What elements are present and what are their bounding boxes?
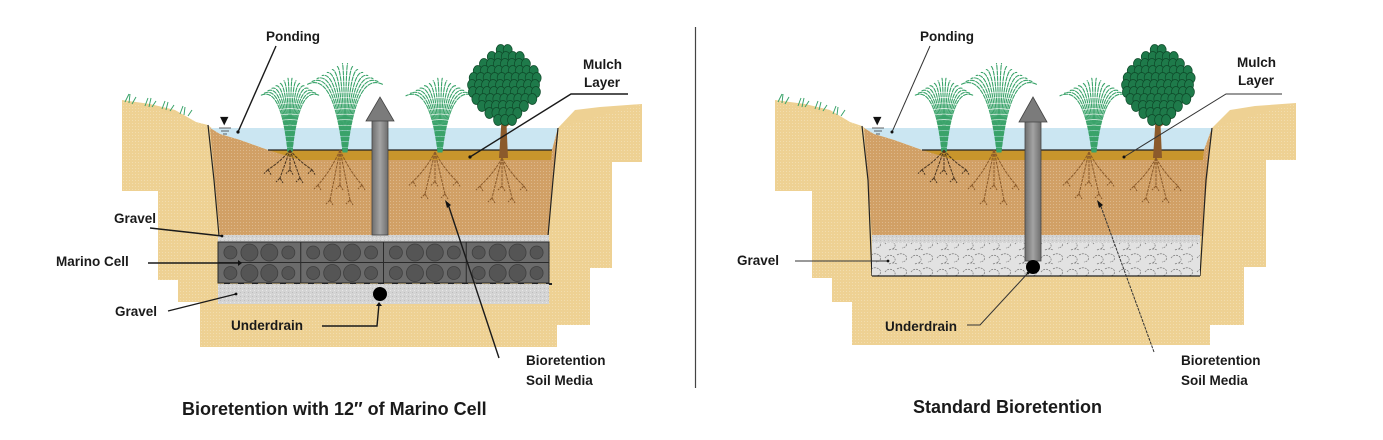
label-gravel-top: Gravel (114, 211, 156, 226)
tree-leaf (1161, 114, 1171, 126)
grass-clump (1059, 77, 1129, 153)
marino-cell-void (471, 245, 486, 260)
marino-cell-void (223, 266, 238, 280)
marino-cell-void (389, 266, 403, 280)
grass-plants (259, 62, 528, 206)
bank-grass (124, 93, 193, 117)
marino-cell-void (364, 266, 378, 280)
marino-cell-void (343, 243, 361, 262)
marino-cell-void (488, 264, 507, 282)
underdrain-pipe (373, 287, 387, 301)
label-soil-media-2: Soil Media (1181, 373, 1248, 388)
marino-cell-void (223, 245, 238, 260)
tree-leaf (1181, 93, 1192, 105)
marino-cell-void (508, 243, 527, 262)
tree-leaf (1173, 100, 1183, 112)
grass-clump (259, 77, 321, 153)
tree-canopy (467, 44, 542, 126)
marino-cell-void (260, 264, 279, 282)
tree (1121, 44, 1196, 158)
right-diagram: Ponding ▼ Mulch Layer Gravel Underdrain … (737, 29, 1296, 417)
label-gravel-bottom: Gravel (115, 304, 157, 319)
marino-cell-void (240, 243, 259, 262)
label-mulch-layer: Mulch (583, 57, 622, 72)
label-soil-media: Bioretention (526, 353, 606, 368)
excavation-wall-left (207, 124, 220, 237)
water-level-icon: ▼ (220, 114, 229, 127)
excavation-wall-right (1199, 127, 1213, 277)
label-soil-media: Bioretention (1181, 353, 1261, 368)
plant-roots (475, 157, 528, 204)
marino-cell-void (389, 245, 403, 260)
label-soil-media-2: Soil Media (526, 373, 593, 388)
label-ponding: Ponding (266, 29, 320, 44)
marino-cell-void (306, 245, 321, 260)
mulch-layer (268, 150, 552, 160)
excavation-wall-left (861, 125, 873, 277)
label-underdrain: Underdrain (885, 319, 957, 334)
label-underdrain: Underdrain (231, 318, 303, 333)
gravel-layer-top (218, 235, 549, 243)
marino-cell-void (364, 245, 378, 260)
marino-cell-void (471, 266, 486, 280)
marino-cell-void (323, 243, 342, 262)
marino-cell-void (425, 243, 444, 262)
marino-cell-void (446, 245, 461, 260)
label-mulch-layer-2: Layer (1238, 73, 1275, 88)
marino-cell-void (343, 264, 361, 282)
plant-roots (1062, 151, 1115, 200)
grass-plants (913, 62, 1182, 206)
underdrain-pipe (1026, 260, 1040, 274)
tree-leaf (527, 93, 538, 105)
label-mulch-layer: Mulch (1237, 55, 1276, 70)
marino-cell-void (446, 266, 461, 280)
grass-clump (913, 77, 975, 153)
observation-well-arrow (365, 96, 395, 236)
tree-leaf (507, 114, 517, 126)
plant-roots (408, 151, 461, 200)
water-level-icon: ▼ (873, 114, 882, 127)
marino-cell-void (488, 243, 507, 262)
label-mulch-layer-2: Layer (584, 75, 621, 90)
marino-cell-void (240, 264, 259, 282)
plant-roots (313, 149, 366, 206)
marino-cell-void (323, 264, 342, 282)
marino-cell-void (281, 266, 296, 280)
marino-cell-block (217, 241, 552, 285)
excavation-wall-right (547, 127, 559, 237)
label-gravel: Gravel (737, 253, 779, 268)
marino-cell-void (260, 243, 279, 262)
marino-cell-void (529, 245, 544, 260)
bank-grass (777, 93, 846, 117)
grass-clump (405, 77, 475, 153)
marino-cell-void (508, 264, 527, 282)
marino-cell-void (529, 266, 544, 280)
plant-roots (967, 149, 1020, 206)
grass-clump (960, 62, 1038, 153)
plant-roots (263, 149, 316, 184)
label-ponding: Ponding (920, 29, 974, 44)
tree (467, 44, 542, 158)
marino-cell-void (425, 264, 444, 282)
left-diagram-title: Bioretention with 12″ of Marino Cell (182, 399, 487, 419)
marino-cell-void (281, 245, 296, 260)
marino-cell-void (406, 243, 424, 262)
marino-cell-void (406, 264, 424, 282)
tree-leaf (519, 100, 529, 112)
plant-roots (917, 149, 970, 184)
grass-clump (306, 62, 384, 153)
plant-roots (1129, 157, 1182, 204)
label-marino-cell: Marino Cell (56, 254, 129, 269)
tree-canopy (1121, 44, 1196, 126)
right-diagram-title: Standard Bioretention (913, 397, 1102, 417)
left-diagram: Ponding ▼ Mulch Layer Gravel Marino Cell… (56, 29, 642, 419)
marino-cell-void (306, 266, 321, 280)
